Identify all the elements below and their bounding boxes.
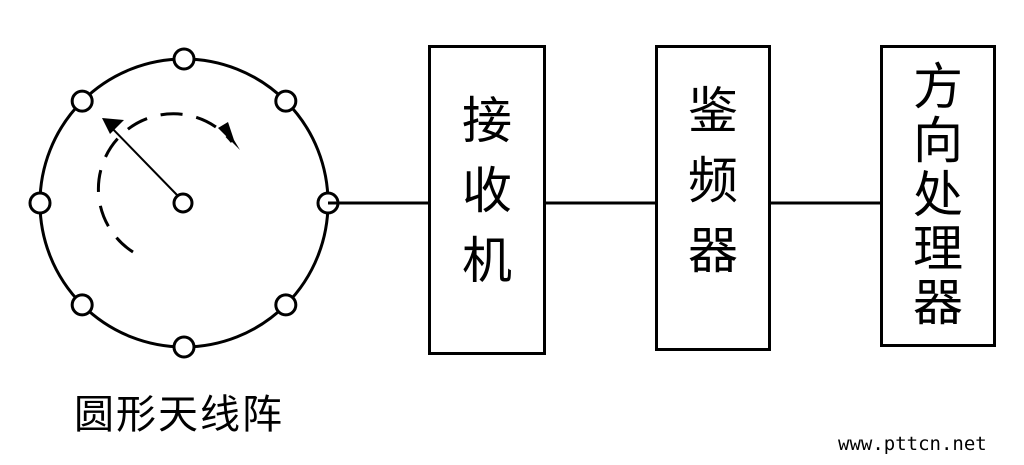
direction-arrowhead	[102, 118, 124, 134]
processor-label-char: 向	[913, 112, 963, 170]
processor-label-char: 理	[913, 220, 963, 278]
antenna-element	[172, 335, 196, 359]
receiver-block: 接 收 机	[428, 45, 546, 355]
antenna-element	[274, 293, 298, 317]
center-element	[172, 192, 194, 214]
processor-label-char: 处	[913, 166, 963, 224]
direction-processor-block: 方 向 处 理 器	[880, 45, 996, 347]
processor-label-char: 方	[913, 58, 963, 116]
discriminator-label-char: 器	[688, 222, 738, 280]
antenna-element	[70, 293, 94, 317]
processor-label-char: 器	[913, 274, 963, 332]
discriminator-label-char: 鉴	[688, 82, 738, 140]
receiver-label-char: 接	[462, 92, 512, 150]
rotation-arrowhead	[218, 122, 240, 150]
antenna-element	[28, 191, 52, 215]
watermark: www.pttcn.net	[838, 433, 987, 455]
antenna-element	[274, 89, 298, 113]
direction-arrow-shaft	[105, 121, 179, 197]
rotation-dashed-arc	[96, 112, 234, 254]
antenna-element	[70, 89, 94, 113]
discriminator-label-char: 频	[688, 152, 738, 210]
antenna-element	[172, 47, 196, 71]
receiver-label-char: 收	[462, 162, 512, 220]
discriminator-block: 鉴 频 器	[655, 45, 771, 351]
antenna-array-caption: 圆形天线阵	[74, 392, 284, 438]
receiver-label-char: 机	[462, 232, 512, 290]
